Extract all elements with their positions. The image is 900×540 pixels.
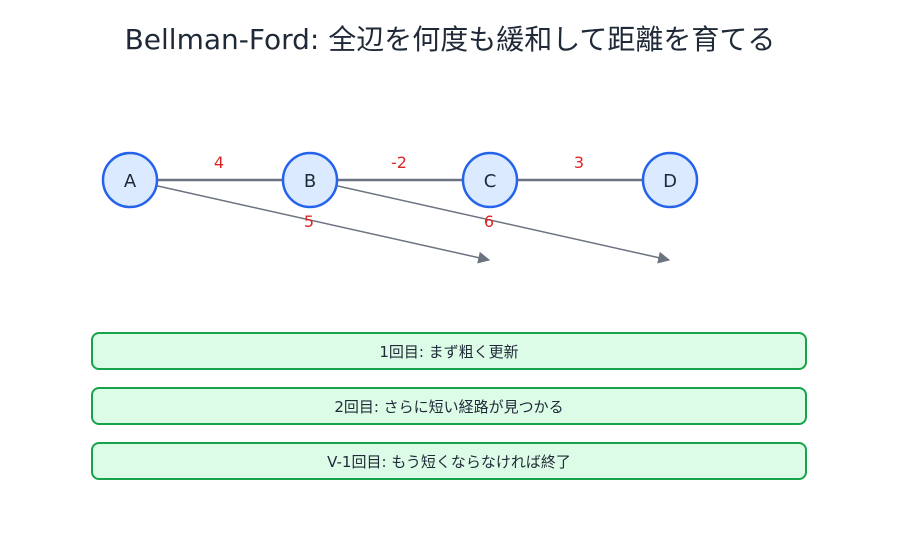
node-b-label: B bbox=[304, 171, 316, 192]
graph-diagram: A B C D 4 -2 3 5 6 bbox=[101, 151, 699, 264]
step-box-1: 1回目: まず粗く更新 bbox=[91, 332, 807, 370]
step-box-3: V-1回目: もう短くならなければ終了 bbox=[91, 442, 807, 480]
node-d-label: D bbox=[663, 171, 677, 192]
node-b: B bbox=[281, 151, 339, 209]
edge-b-d-weight: 6 bbox=[484, 212, 494, 231]
node-a: A bbox=[101, 151, 159, 209]
step-1-text: 1回目: まず粗く更新 bbox=[379, 342, 519, 361]
page-title: Bellman-Ford: 全辺を何度も緩和して距離を育てる bbox=[124, 23, 776, 56]
node-a-label: A bbox=[124, 171, 137, 192]
edge-b-d bbox=[310, 179, 671, 264]
node-c-label: C bbox=[484, 171, 497, 192]
edge-a-b-weight: 4 bbox=[214, 153, 224, 172]
step-2-text: 2回目: さらに短い経路が見つかる bbox=[334, 397, 564, 416]
step-box-2: 2回目: さらに短い経路が見つかる bbox=[91, 387, 807, 425]
edge-a-c-weight: 5 bbox=[304, 212, 314, 231]
node-d: D bbox=[641, 151, 699, 209]
node-c: C bbox=[461, 151, 519, 209]
edge-c-d-weight: 3 bbox=[574, 153, 584, 172]
step-3-text: V-1回目: もう短くならなければ終了 bbox=[327, 452, 571, 471]
edge-b-c-weight: -2 bbox=[391, 153, 407, 172]
edge-a-c bbox=[130, 179, 491, 264]
